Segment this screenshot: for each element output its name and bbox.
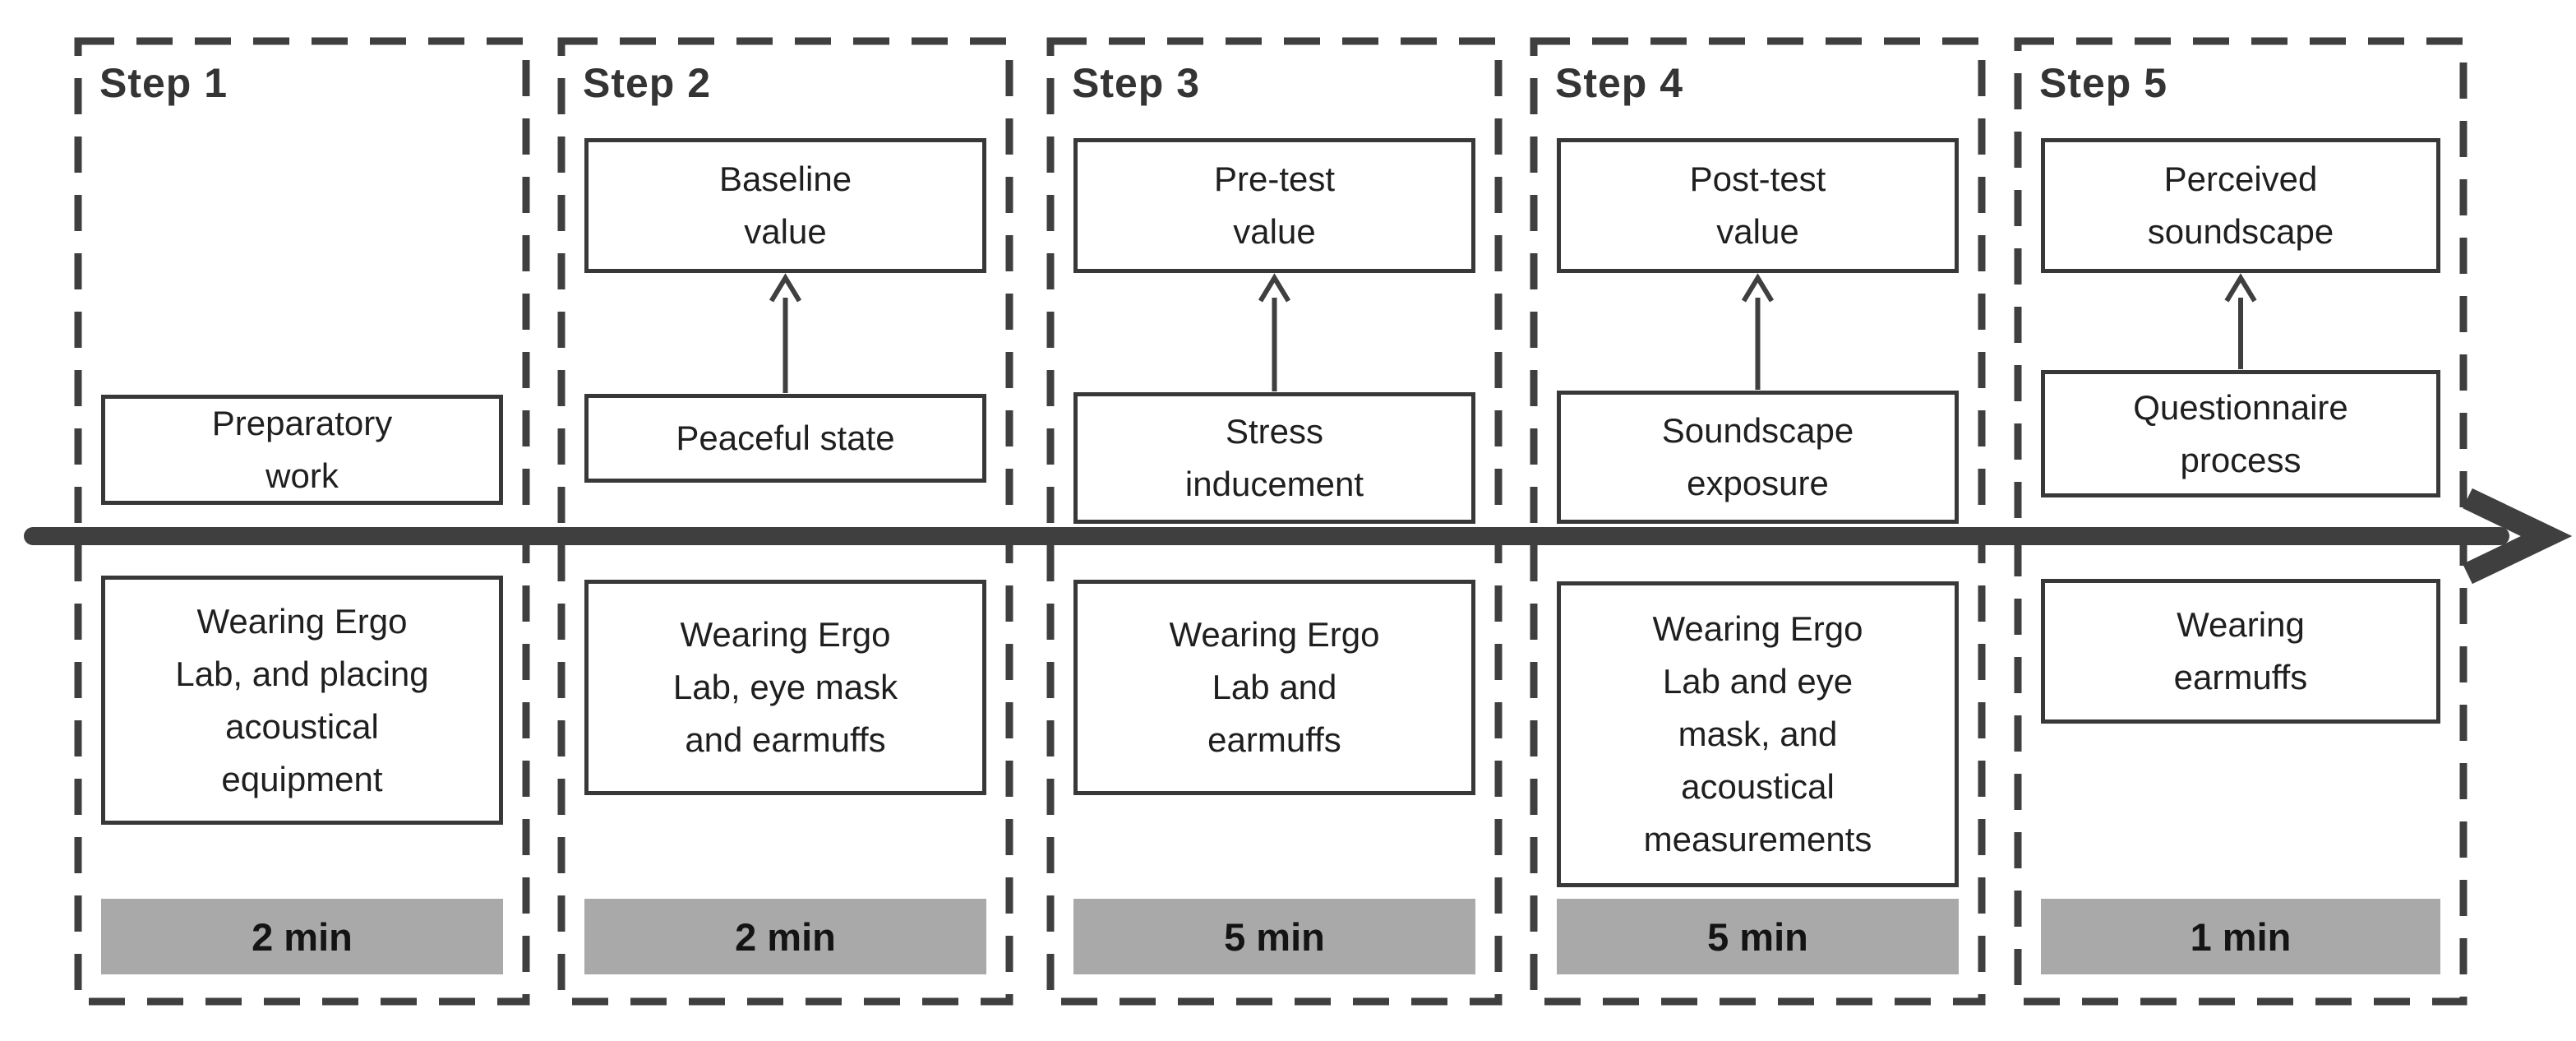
wearing-box-line: Wearing Ergo	[1652, 609, 1863, 648]
up-arrow-icon	[1258, 273, 1291, 303]
wearing-box-line: measurements	[1643, 820, 1872, 858]
wearing-box-line: earmuffs	[2173, 658, 2308, 696]
action-box-line: process	[2180, 440, 2301, 479]
outcome-box: Post-test value	[1557, 138, 1959, 273]
outcome-box-line: Pre-test	[1213, 160, 1336, 198]
duration-bar: 2 min	[101, 899, 503, 974]
outcome-box-line: value	[1233, 212, 1316, 251]
wearing-box-line: acoustical	[225, 706, 379, 746]
step-label: Step 4	[1555, 60, 1684, 106]
action-box-line: Questionnaire	[2133, 387, 2348, 427]
step-label: Step 1	[99, 60, 229, 106]
wearing-box-line: Lab, and placing	[175, 654, 429, 693]
action-box-line: inducement	[1184, 465, 1364, 503]
action-box: Questionnaire process	[2041, 370, 2440, 497]
wearing-box: Wearing earmuffs	[2041, 579, 2440, 724]
timeline-arrow-head-icon	[2463, 488, 2573, 585]
outcome-box-line: value	[1716, 212, 1799, 251]
outcome-box-line: Baseline	[718, 160, 852, 198]
action-box-line: exposure	[1687, 464, 1829, 502]
step-dashed-border	[74, 37, 530, 1006]
wearing-box-line: Wearing Ergo	[680, 615, 891, 654]
wearing-box-line: Wearing Ergo	[1169, 615, 1380, 654]
action-box: Stress inducement	[1073, 392, 1475, 524]
step-label: Step 3	[1072, 60, 1201, 106]
action-box-line: Preparatory	[211, 404, 393, 442]
action-box: Peaceful state	[584, 394, 986, 483]
outcome-box: Pre-test value	[1073, 138, 1475, 273]
wearing-box-line: earmuffs	[1207, 720, 1341, 759]
duration-bar: 1 min	[2041, 899, 2440, 974]
outcome-box-line: soundscape	[2147, 212, 2334, 251]
wearing-box-line: acoustical	[1681, 767, 1835, 806]
wearing-box-line: Lab and eye	[1662, 662, 1854, 701]
outcome-box-line: Perceived	[2163, 160, 2318, 198]
up-arrow-icon	[2224, 273, 2257, 303]
step-label: Step 2	[583, 60, 712, 106]
action-box-line: work	[265, 456, 339, 495]
action-box-line: Soundscape	[1661, 411, 1854, 450]
duration-bar: 5 min	[1557, 899, 1959, 974]
wearing-box-line: Wearing	[2177, 605, 2305, 644]
duration-bar: 5 min	[1073, 899, 1475, 974]
wearing-box-line: equipment	[221, 759, 383, 798]
wearing-box-line: Wearing Ergo	[196, 601, 408, 641]
outcome-box: Baseline value	[584, 138, 986, 273]
duration-bar: 2 min	[584, 899, 986, 974]
wearing-box-line: Lab and	[1212, 668, 1337, 706]
up-arrow-icon	[769, 273, 802, 303]
action-box-line: Stress	[1225, 412, 1324, 451]
step-label: Step 5	[2039, 60, 2168, 106]
action-box: Preparatory work	[101, 395, 503, 505]
outcome-box-line: value	[744, 212, 827, 251]
action-box: Soundscape exposure	[1557, 391, 1959, 524]
wearing-box-line: mask, and	[1678, 715, 1838, 753]
up-arrow-icon	[1741, 273, 1775, 303]
action-box-line: Peaceful state	[676, 419, 895, 457]
outcome-box-line: Post-test	[1689, 160, 1826, 198]
outcome-box: Perceived soundscape	[2041, 138, 2440, 273]
wearing-box-line: and earmuffs	[685, 720, 886, 759]
wearing-box-line: Lab, eye mask	[672, 668, 898, 706]
